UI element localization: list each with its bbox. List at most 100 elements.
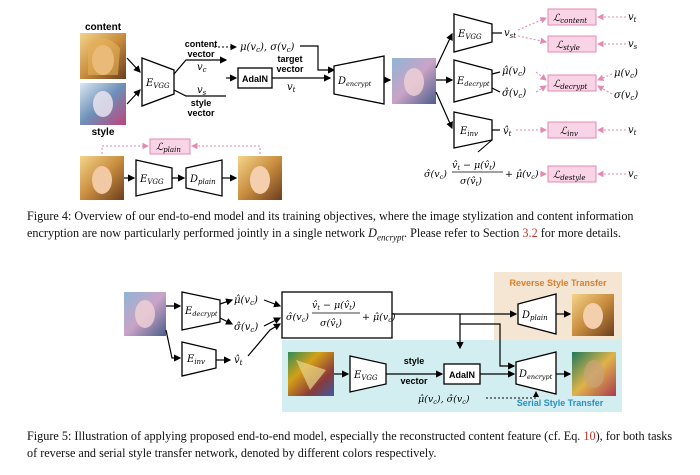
loss-inv-target: vt [628,125,637,137]
style-vector-label-5b: vector [400,376,428,386]
adain-block-5: AdaIN [443,363,481,385]
fig4-caption-suffix: for more details. [537,226,621,240]
loss-destyle-target: vc [628,169,638,181]
loss-inv-label: ℒinv [560,126,578,138]
serial-style-transfer-label: Serial Style Transfer [517,398,604,408]
decoder-plain-label: Dplain [189,174,216,186]
reverse-output-image [572,294,614,336]
loss-destyle-label: ℒdestyle [553,170,586,182]
target-vector-label: target [277,54,302,64]
vhat-t-label-5: v̂t [234,355,243,367]
content-image-label: content [85,22,122,33]
encoder-vgg-label-5: EVGG [353,370,378,382]
formula5-plus-mu: + μ̂(vc) [362,312,396,324]
decoder-encrypt-label-5: Dencrypt [518,369,553,381]
loss-plain-box: ℒplain [149,138,191,155]
reverse-style-transfer-label: Reverse Style Transfer [509,278,607,288]
serial-output-image [572,352,616,396]
stylized-image [392,58,436,104]
decoder-plain-label-5: Dplain [521,310,548,322]
content-vector-label: content [185,39,218,49]
vc-label: vc [197,62,207,74]
encoder-vgg-block-5: EVGG [349,355,387,393]
content-image [80,33,126,79]
formula-plus-mu: + μ̂(vc) [505,169,539,181]
encoder-decrypt-block-5: Edecrypt [181,291,221,331]
decoder-plain-block: Dplain [185,159,223,197]
adain-label: AdaIN [242,74,268,84]
encoder-inv-block: Einv [453,111,493,149]
formula-numerator: v̂t − μ(v̂t) [452,160,496,172]
reconstruct-formula-box: σ̂(vc) v̂t − μ(v̂t) σ(v̂t) + μ̂(vc) [281,291,396,339]
loss-style-target: vs [628,39,638,51]
plain-output-image [238,156,282,200]
fig4-caption-math-sub: encrypt [376,232,404,243]
fig5-eq-ref-link[interactable]: 10 [583,429,596,443]
figure-5: Reverse Style Transfer Serial Style Tran… [124,272,622,412]
encoder-decrypt-block: Edecrypt [453,59,493,103]
encoder-vgg-bottom: EVGG [135,159,173,197]
sigma-hat-label-5: σ̂(vc) [234,322,258,334]
destyle-formula: σ̂(vc) v̂t − μ(v̂t) σ(v̂t) + μ̂(vc) [424,160,539,188]
decoder-encrypt-label: Dencrypt [337,76,372,88]
loss-content-target: vt [628,12,637,24]
figure-4: content style EVGG content vector vc vs … [80,8,638,200]
serial-stats-label: μ̂(vc), σ̂(vc) [418,394,470,406]
loss-style-box: ℒstyle [547,35,597,53]
decoder-encrypt-block: Dencrypt [333,55,385,105]
loss-content-box: ℒcontent [547,8,597,26]
fig5-caption-suffix: ), for both tasks of reverse and serial … [27,429,673,460]
style-image-label: style [92,127,115,138]
encoder-decrypt-label-5: Edecrypt [184,306,218,318]
mu-hat-label: μ̂(vc) [502,66,526,78]
style-vector-label-2: vector [187,108,215,118]
fig4-caption-text: Figure 4: Overview of our end-to-end mod… [27,209,634,240]
formula-sigma-hat: σ̂(vc) [424,169,447,181]
vt-label: vt [287,82,296,94]
fig4-caption-mid: . Please refer to Section [403,226,523,240]
sigma-hat-label: σ̂(vc) [502,88,526,100]
vhat-t-label: v̂t [503,126,512,138]
formula5-sigma: σ̂(vc) [286,312,309,324]
loss-inv-box: ℒinv [547,121,597,139]
formula-denominator: σ(v̂t) [460,176,482,188]
style-vector-label: style [191,98,212,108]
decoder-encrypt-block-5: Dencrypt [515,351,557,395]
style-input-image-5 [288,352,334,396]
mu-hat-label-5: μ̂(vc) [234,295,258,307]
encoder-vgg-bottom-label: EVGG [139,174,164,186]
encoder-vgg-label: EVGG [145,78,170,90]
loss-decrypt-target-sigma: σ(vc) [614,90,638,102]
loss-plain-label: ℒplain [156,142,181,154]
formula5-denominator: σ(v̂t) [320,318,342,330]
decoder-plain-block-5: Dplain [517,293,557,335]
loss-decrypt-box: ℒdecrypt [547,74,597,92]
encoder-inv-label-5: Einv [186,354,205,366]
content-vector-label-2: vector [187,49,215,59]
encoder-inv-block-5: Einv [181,341,217,377]
vs-label: vs [197,85,207,97]
loss-destyle-box: ℒdestyle [547,165,597,183]
encoder-vgg-block: EVGG [141,57,175,107]
fig5-caption-text: Figure 5: Illustration of applying propo… [27,429,584,443]
style-vector-label-5: style [404,356,425,366]
adain-label-5: AdaIN [449,370,475,380]
style-image [80,83,126,125]
target-vector-label-2: vector [276,64,304,74]
encoder-vgg-top: EVGG [453,13,493,53]
adain-block: AdaIN [237,67,273,89]
encrypted-input-image [124,292,166,336]
figure-4-caption: Figure 4: Overview of our end-to-end mod… [27,208,679,246]
encoder-decrypt-label: Edecrypt [456,76,490,88]
loss-style-label: ℒstyle [556,40,580,52]
figure-5-caption: Figure 5: Illustration of applying propo… [27,428,679,462]
formula5-numerator: v̂t − μ(v̂t) [312,300,356,312]
loss-content-label: ℒcontent [553,13,587,25]
vst-label: vst [504,28,516,40]
fig4-caption-math: Dencrypt [368,226,404,243]
loss-decrypt-label: ℒdecrypt [553,79,588,91]
fig4-caption-math-d: D [368,226,377,240]
plain-input-image [80,156,124,200]
fig4-section-ref-link[interactable]: 3.2 [522,226,538,240]
loss-decrypt-target-mu: μ(vc) [614,68,638,80]
